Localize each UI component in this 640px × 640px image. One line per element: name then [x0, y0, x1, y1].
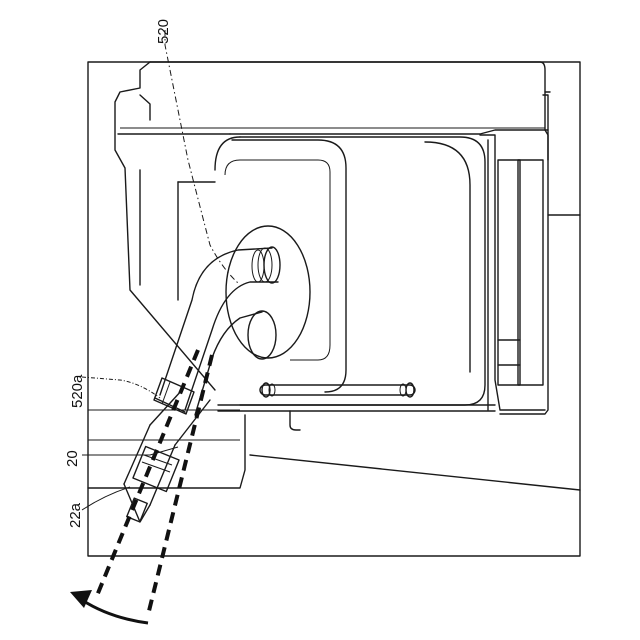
center-line-520 — [165, 30, 238, 283]
clip — [290, 411, 300, 430]
support-rod — [260, 383, 415, 397]
port-flange — [226, 226, 310, 359]
label-20: 20 — [64, 450, 81, 467]
tub-body — [215, 137, 495, 411]
label-520a: 520a — [69, 374, 86, 408]
label-520: 520 — [155, 19, 172, 44]
inner-chamber — [140, 170, 215, 300]
label-22a: 22a — [67, 502, 84, 528]
cabinet-frame — [88, 62, 580, 556]
right-frame — [480, 95, 548, 414]
